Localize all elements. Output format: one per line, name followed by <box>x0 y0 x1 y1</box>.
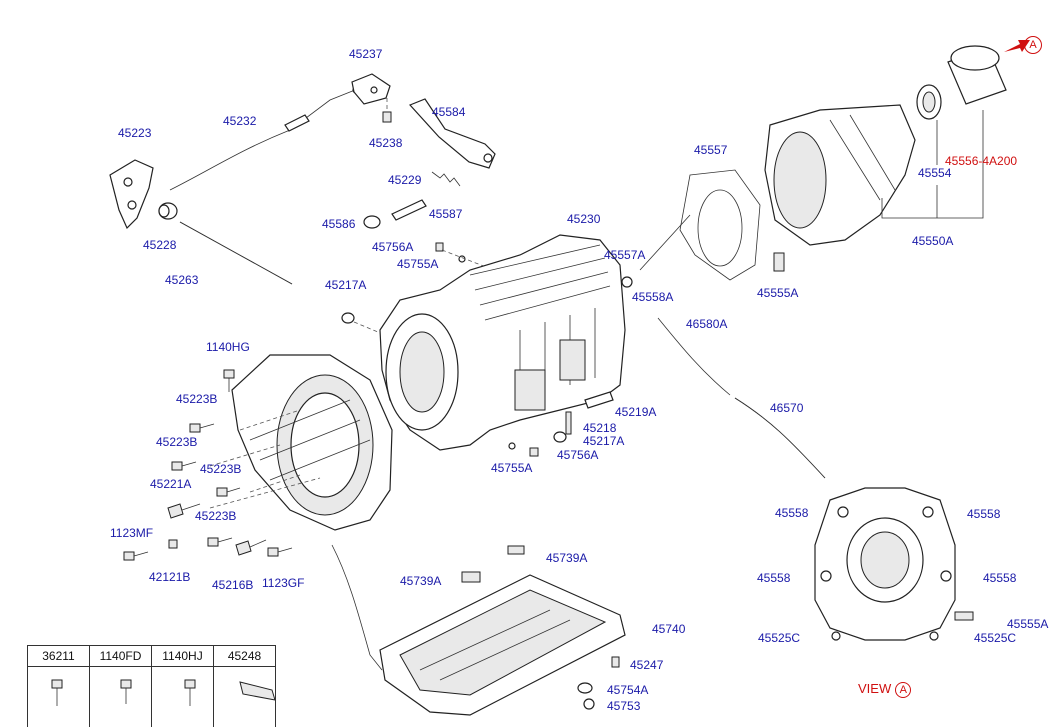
bolts-45756A-45755A <box>435 242 521 281</box>
label-45756A: 45756A <box>372 240 414 254</box>
label-45229: 45229 <box>388 173 422 187</box>
converter-housing <box>231 354 393 531</box>
legend-header-4: 45248 <box>213 645 276 667</box>
label-45558A: 45558A <box>632 290 674 304</box>
small-parts-case-bottom <box>508 391 614 457</box>
extension-housing-45550A <box>764 104 916 246</box>
label-45554: 45554 <box>918 166 952 180</box>
label-1123GF: 1123GF <box>262 576 305 590</box>
legend-header-2: 1140FD <box>89 645 152 667</box>
shaft-45263 <box>179 221 293 285</box>
spring-45587 <box>431 171 461 187</box>
bolt-45238 <box>382 98 392 123</box>
bracket-45237 <box>351 73 391 105</box>
bracket-45223 <box>109 159 154 230</box>
clip-45586 <box>363 215 381 229</box>
label-45223B-4: 45223B <box>195 509 237 523</box>
lever-45584 <box>408 98 496 169</box>
label-45219A: 45219A <box>615 405 657 419</box>
label-45216B: 45216B <box>212 578 254 592</box>
label-45263: 45263 <box>165 273 199 287</box>
label-45586: 45586 <box>322 217 356 231</box>
seal-45554 <box>916 84 942 120</box>
oil-pan-45740 <box>379 545 626 716</box>
view-a-circle: A <box>895 682 912 698</box>
callout-45550A <box>881 110 984 219</box>
label-45557A: 45557A <box>604 248 646 262</box>
legend-cell-1 <box>27 666 90 727</box>
label-45558-top-left: 45558 <box>775 506 809 520</box>
label-45230: 45230 <box>567 212 601 226</box>
gasket-clips <box>621 214 691 288</box>
label-45556-4A200: 45556-4A200 <box>945 154 1018 168</box>
label-45587: 45587 <box>429 207 463 221</box>
gasket-45557 <box>679 169 761 281</box>
label-45754A: 45754A <box>607 683 649 697</box>
label-45557: 45557 <box>694 143 728 157</box>
sleeve-45556 <box>947 45 1007 105</box>
bushing-45228 <box>158 202 178 220</box>
label-45223B-3: 45223B <box>200 462 242 476</box>
view-label: VIEW <box>858 681 892 696</box>
label-42121B: 42121B <box>149 570 191 584</box>
label-45232: 45232 <box>223 114 257 128</box>
legend-cell-4 <box>213 666 276 727</box>
label-45221A: 45221A <box>150 477 192 491</box>
label-46570: 46570 <box>770 401 804 415</box>
legend-header-3: 1140HJ <box>151 645 214 667</box>
legend-cell-3 <box>151 666 214 727</box>
label-45223: 45223 <box>118 126 152 140</box>
label-45238: 45238 <box>369 136 403 150</box>
label-45555A-view: 45555A <box>1007 617 1049 631</box>
pin-45229 <box>391 199 427 221</box>
label-45223B-1: 45223B <box>176 392 218 406</box>
fastener-legend: 36211 1140FD 1140HJ 45248 <box>27 645 276 727</box>
view-arrow <box>1004 40 1030 52</box>
housing-bolts <box>123 369 321 561</box>
drain-plug-parts <box>577 656 620 710</box>
label-45755A-bottom: 45755A <box>491 461 533 475</box>
label-46580A: 46580A <box>686 317 728 331</box>
label-1140HG: 1140HG <box>206 340 250 354</box>
label-45247: 45247 <box>630 658 664 672</box>
view-a-marker: A <box>1024 36 1042 54</box>
label-45237: 45237 <box>349 47 383 61</box>
label-45228: 45228 <box>143 238 177 252</box>
label-45550A: 45550A <box>912 234 954 248</box>
label-45739A-right: 45739A <box>546 551 588 565</box>
label-1123MF: 1123MF <box>110 526 154 540</box>
label-45525C-right: 45525C <box>974 631 1017 645</box>
label-45558-mid-right: 45558 <box>983 571 1017 585</box>
plug-45217A-top <box>341 312 386 336</box>
label-45223B-2: 45223B <box>156 435 198 449</box>
label-45558-mid-left: 45558 <box>757 571 791 585</box>
view-a-housing <box>814 487 974 641</box>
label-45217A-top: 45217A <box>325 278 367 292</box>
label-45753: 45753 <box>607 699 641 713</box>
shift-cable <box>169 86 360 191</box>
label-45740: 45740 <box>652 622 686 636</box>
label-45584: 45584 <box>432 105 466 119</box>
label-45558-top-right: 45558 <box>967 507 1001 521</box>
legend-cell-2 <box>89 666 152 727</box>
label-45525C-left: 45525C <box>758 631 801 645</box>
filler-tube-46570 <box>734 397 826 479</box>
label-45555A-top: 45555A <box>757 286 799 300</box>
dipstick-46580A <box>331 317 731 671</box>
transmission-case-45230 <box>379 234 626 451</box>
label-45739A-left: 45739A <box>400 574 442 588</box>
label-45217A-bottom: 45217A <box>583 434 625 448</box>
label-45218: 45218 <box>583 421 617 435</box>
stud-45555A <box>773 252 785 272</box>
label-45756A-bottom: 45756A <box>557 448 599 462</box>
label-45755A: 45755A <box>397 257 439 271</box>
legend-header-1: 36211 <box>27 645 90 667</box>
